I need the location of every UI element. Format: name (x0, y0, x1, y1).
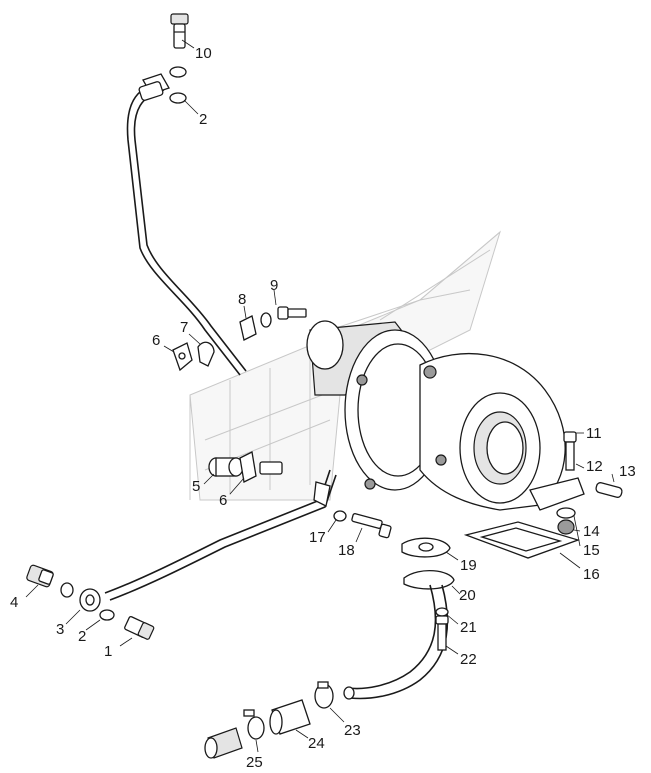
callout-11: 11 (586, 425, 602, 442)
callout-17: 17 (309, 529, 326, 546)
callout-16: 16 (583, 566, 600, 583)
hose-24 (269, 699, 311, 735)
washer-left (99, 609, 115, 621)
callout-5: 5 (192, 478, 200, 495)
stud-11 (563, 431, 577, 471)
gasket-16 (463, 521, 581, 559)
callout-25: 25 (246, 754, 263, 771)
bolt-1 (124, 616, 155, 640)
callout-8: 8 (238, 291, 246, 308)
callout-6-upper: 6 (152, 332, 160, 349)
clip-7 (197, 341, 215, 367)
callout-19: 19 (460, 557, 477, 574)
callout-6-lower: 6 (219, 492, 227, 509)
oil-supply-pipe (126, 73, 247, 376)
callout-22: 22 (460, 651, 477, 668)
oil-return-pipe (104, 469, 337, 601)
callout-13: 13 (619, 463, 636, 480)
washer-9 (260, 312, 272, 328)
washer-top-2 (169, 92, 187, 104)
leader-lines (25, 39, 615, 753)
callout-4: 4 (10, 594, 18, 611)
callout-10: 10 (195, 45, 212, 62)
washer-17 (333, 510, 347, 522)
turbocharger (306, 320, 585, 511)
callout-23: 23 (344, 722, 361, 739)
banjo-bolt-top (170, 13, 189, 49)
callout-21: 21 (460, 619, 477, 636)
callout-3: 3 (56, 621, 64, 638)
bolt-9 (277, 306, 307, 320)
callout-14: 14 (583, 523, 600, 540)
callout-12: 12 (586, 458, 603, 475)
washer-21 (435, 607, 449, 617)
callout-15: 15 (583, 542, 600, 559)
clamp-6-upper (172, 342, 193, 372)
sleeve-5 (208, 457, 244, 477)
washer-top-1 (169, 66, 187, 78)
callout-9: 9 (270, 277, 278, 294)
callout-24: 24 (308, 735, 325, 752)
callout-20: 20 (459, 587, 476, 604)
callout-2-left: 2 (78, 628, 86, 645)
banjo-fitting-3 (79, 588, 101, 612)
hose-clamp-23 (314, 681, 334, 709)
clamp-6-lower (239, 451, 283, 483)
nut-14 (557, 519, 575, 535)
bracket-8 (239, 315, 257, 341)
seal-ring-left (60, 582, 74, 598)
pin-13 (595, 482, 623, 498)
callout-7: 7 (180, 319, 188, 336)
bracket-lower (313, 481, 331, 507)
fitting-25 (204, 727, 243, 759)
hose-clamp-25 (243, 709, 265, 740)
callout-1: 1 (104, 643, 112, 660)
callout-2-top: 2 (199, 111, 207, 128)
callout-18: 18 (338, 542, 355, 559)
bolt-18 (351, 513, 392, 539)
gasket-19 (401, 537, 451, 558)
callout-numbers: 10 2 9 8 7 6 5 6 4 3 2 1 11 12 13 14 15 … (10, 45, 636, 771)
fitting-4 (26, 564, 54, 588)
washer-15 (556, 507, 576, 519)
bolt-22 (435, 615, 449, 651)
